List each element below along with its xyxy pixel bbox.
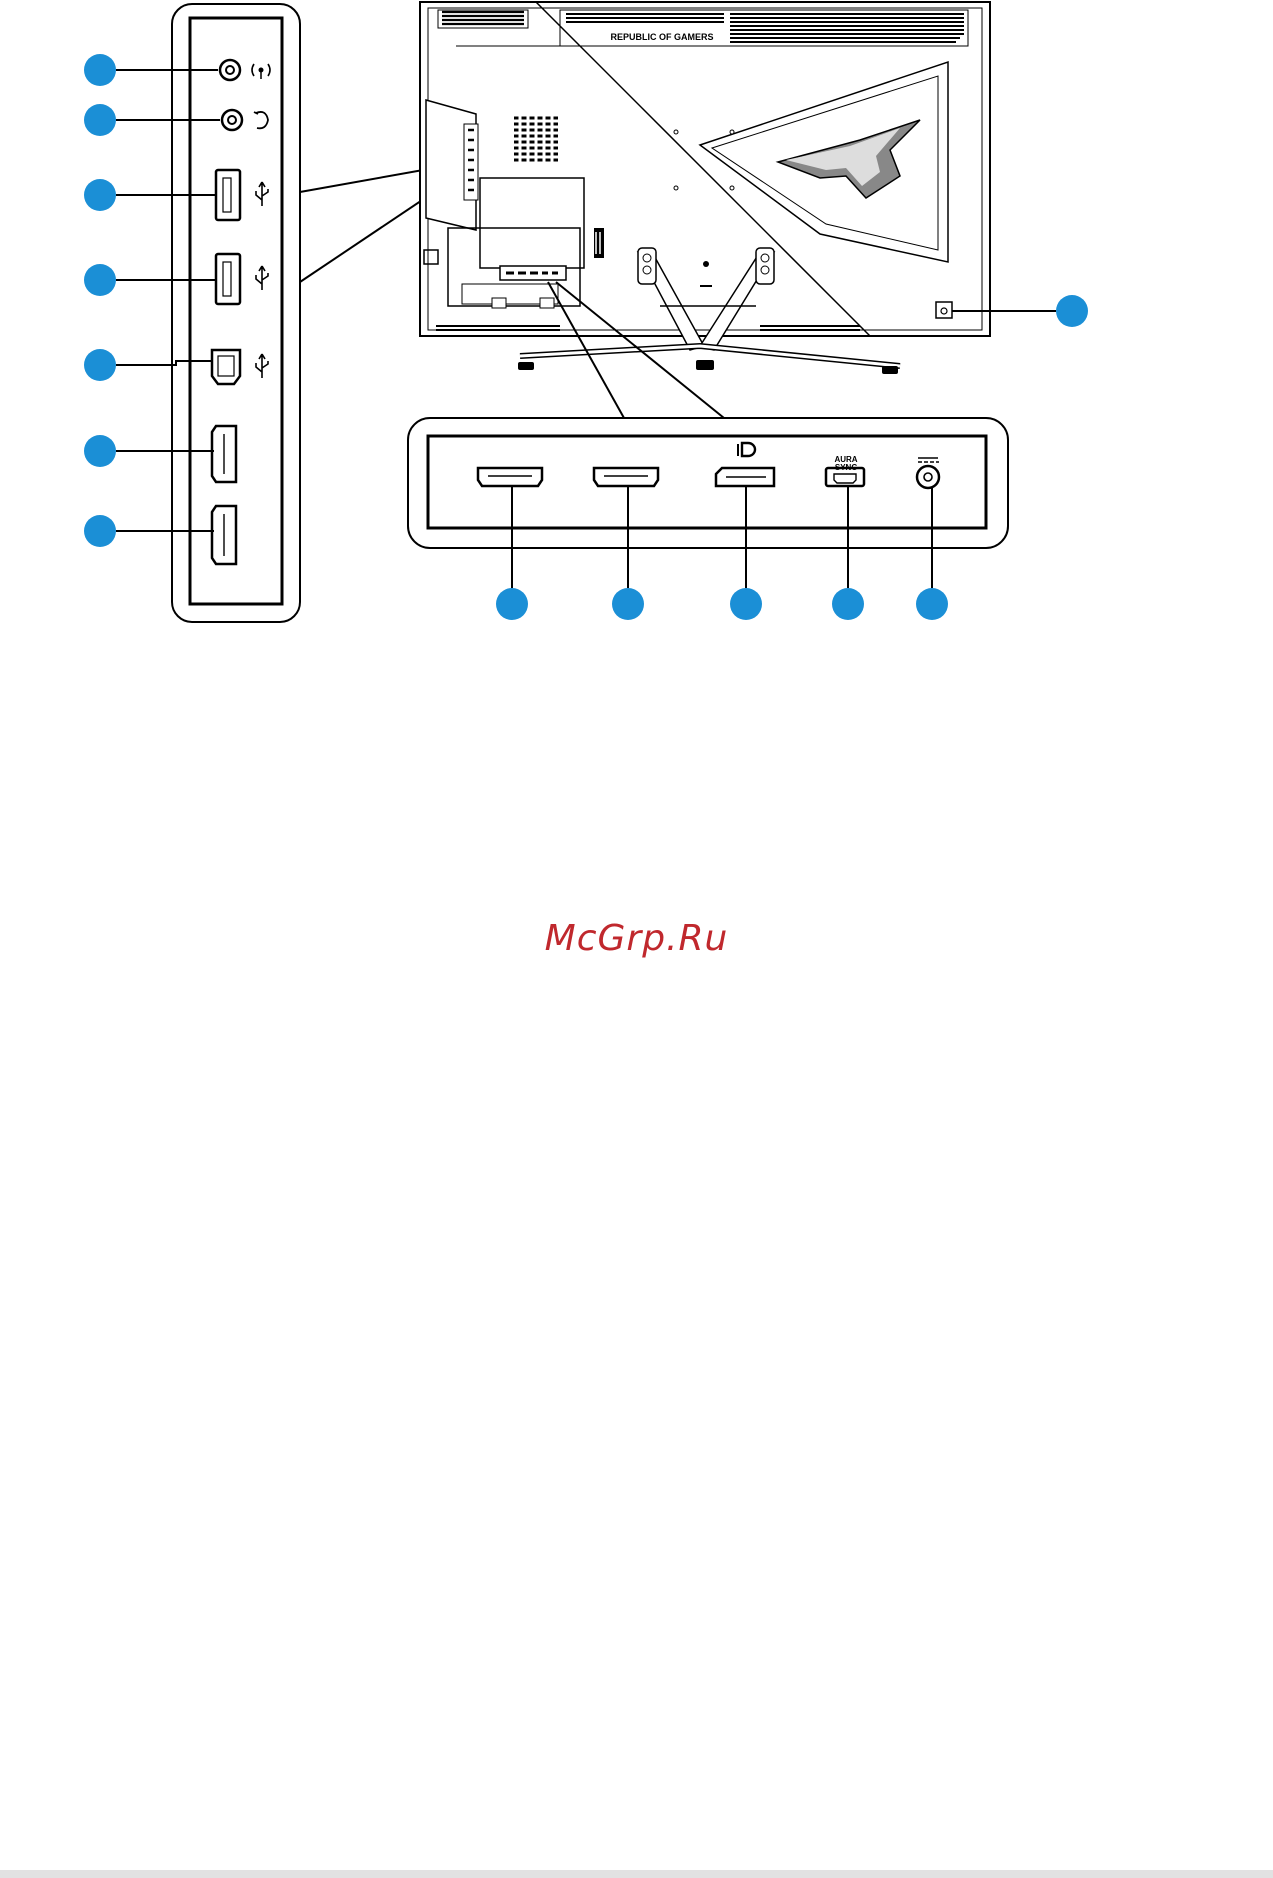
callout-marker	[84, 515, 116, 547]
callout-marker	[84, 54, 116, 86]
callout-marker	[84, 264, 116, 296]
callout-marker	[612, 588, 644, 620]
callout-marker	[1056, 295, 1088, 327]
aura-sync-label-line2: SYNC	[835, 463, 857, 472]
watermark-text: McGrp.Ru	[0, 918, 1273, 959]
bottom-port-panel: AURA SYNC	[408, 418, 1008, 548]
side-callouts	[84, 54, 116, 547]
callout-marker	[84, 435, 116, 467]
callout-marker	[832, 588, 864, 620]
callout-marker	[730, 588, 762, 620]
brand-text: REPUBLIC OF GAMERS	[610, 32, 713, 42]
bottom-callouts	[496, 588, 948, 620]
callout-marker	[84, 349, 116, 381]
monitor-rear: REPUBLIC OF GAMERS	[420, 2, 990, 374]
callout-marker	[916, 588, 948, 620]
callout-marker	[84, 104, 116, 136]
rear-view-diagram: REPUBLIC OF GAMERS	[0, 0, 1273, 640]
callout-marker	[84, 179, 116, 211]
side-vent	[514, 114, 558, 162]
callout-marker	[496, 588, 528, 620]
side-port-panel	[172, 4, 300, 622]
kensington-lock	[936, 302, 952, 318]
footer-bar	[0, 1870, 1273, 1878]
